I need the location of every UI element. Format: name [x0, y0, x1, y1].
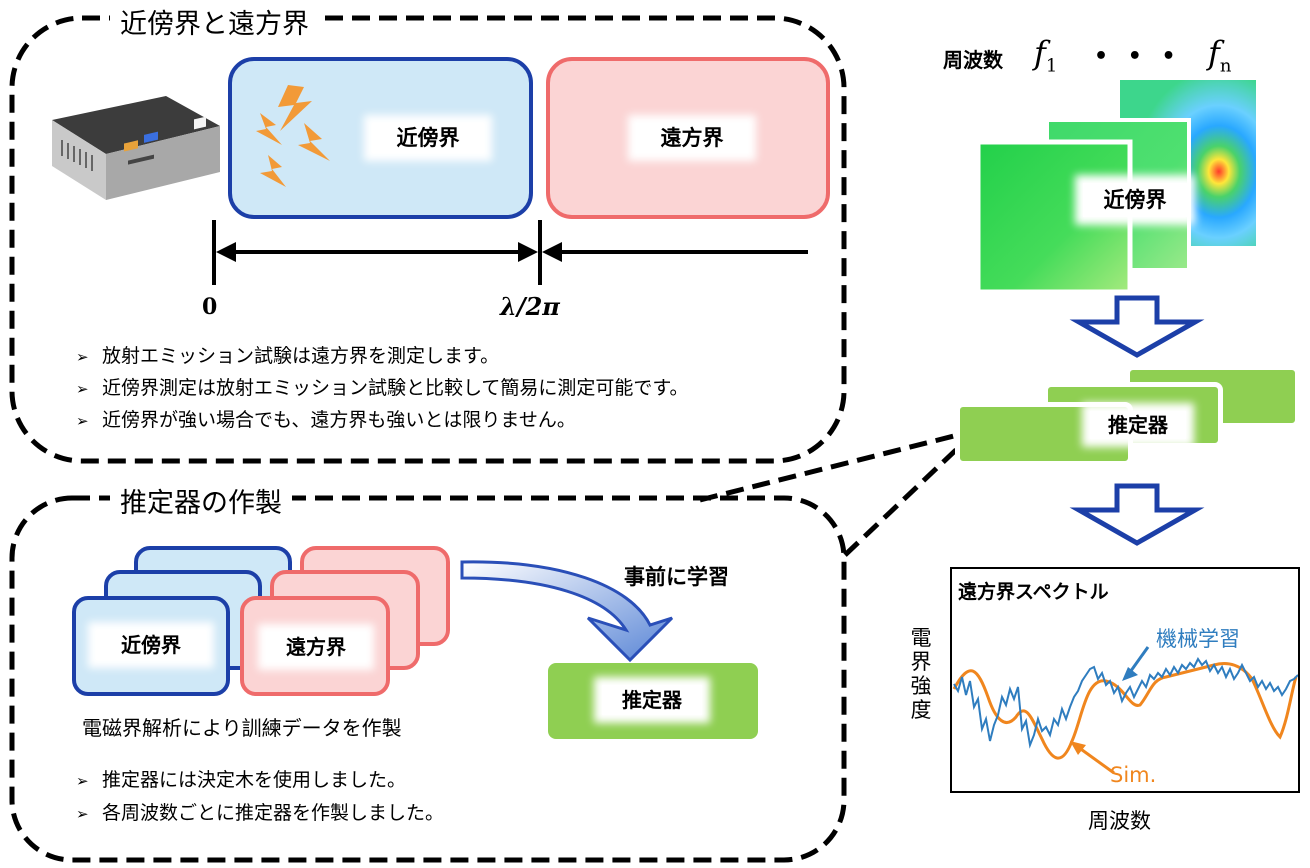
heatmap-f1 — [975, 139, 1133, 295]
far-field-region: 遠方界 — [546, 57, 830, 219]
training-caption: 電磁界解析により訓練データを作製 — [82, 716, 402, 740]
top-panel-border — [9, 15, 847, 464]
bullet-item: ➢各周波数ごとに推定器を作製しました。 — [76, 800, 444, 827]
sim-pointer — [1077, 745, 1115, 775]
near-field-label: 近傍界 — [1083, 183, 1187, 217]
near-field-label: 近傍界 — [372, 123, 484, 153]
bullet-arrow-icon: ➢ — [76, 412, 89, 430]
estimator-label: 推定器 — [602, 685, 702, 715]
bottom-panel-title: 推定器の作製 — [110, 487, 292, 521]
connector-line — [699, 432, 959, 503]
training-card-far: 遠方界 — [240, 596, 390, 696]
spectrum-xlabel: 周波数 — [1088, 809, 1151, 833]
estimator-label: 推定器 — [1090, 411, 1186, 439]
arrow-left-head — [216, 242, 236, 262]
axis-label-boundary: λ/2π — [500, 292, 560, 321]
arrow-far-head — [542, 242, 562, 262]
near-field-region: 近傍界 — [228, 57, 533, 219]
near-field-label: 近傍界 — [96, 630, 206, 660]
spectrum-ylabel: 電界強度 — [910, 626, 932, 722]
sim-legend-label: Sim. — [1110, 763, 1157, 787]
training-card-near: 近傍界 — [72, 596, 230, 696]
mini-pc-icon — [52, 96, 220, 200]
bullet-item: ➢推定器には決定木を使用しました。 — [76, 767, 406, 794]
arrow-right-head — [518, 242, 538, 262]
pretrain-label: 事前に学習 — [624, 565, 729, 589]
down-arrow-icon — [1069, 295, 1205, 358]
frequency-label: 周波数 — [943, 48, 1003, 72]
far-field-label: 遠方界 — [266, 632, 366, 662]
frequency-fn: fn — [1208, 34, 1232, 77]
bullet-item: ➢近傍界が強い場合でも、遠方界も強いとは限りません。 — [76, 407, 576, 434]
bullet-item: ➢近傍界測定は放射エミッション試験と比較して簡易に測定可能です。 — [76, 375, 689, 402]
axis-label-zero: 0 — [202, 294, 218, 320]
ml-pointer-head — [1122, 667, 1138, 681]
ml-legend-label: 機械学習 — [1156, 627, 1240, 651]
sim-line — [952, 662, 1298, 760]
ml-line — [953, 657, 1298, 749]
bullet-item: ➢放射エミッション試験は遠方界を測定します。 — [76, 343, 499, 370]
spectrum-lines — [952, 646, 1298, 775]
bullet-arrow-icon: ➢ — [76, 772, 89, 790]
bullet-arrow-icon: ➢ — [76, 380, 89, 398]
connector-line — [843, 446, 960, 557]
spectrum-plot: 遠方界スペクトル 機械学習 Sim. — [950, 567, 1300, 793]
sim-pointer-head — [1070, 741, 1086, 755]
near-field-maps — [975, 78, 1260, 295]
spectrum-title: 遠方界スペクトル — [958, 581, 1109, 603]
top-panel-title: 近傍界と遠方界 — [110, 8, 319, 42]
emission-spark-icon — [256, 85, 330, 187]
bullet-arrow-icon: ➢ — [76, 348, 89, 366]
bottom-panel-border — [9, 495, 847, 863]
frequency-ellipsis: • • • — [1094, 44, 1182, 69]
estimator-box: 推定器 — [548, 663, 758, 739]
frequency-f1: f1 — [1034, 34, 1058, 77]
bullet-arrow-icon: ➢ — [76, 805, 89, 823]
down-arrow-icon — [1069, 483, 1205, 546]
learning-arrow-icon — [460, 560, 674, 663]
far-field-label: 遠方界 — [636, 123, 748, 153]
